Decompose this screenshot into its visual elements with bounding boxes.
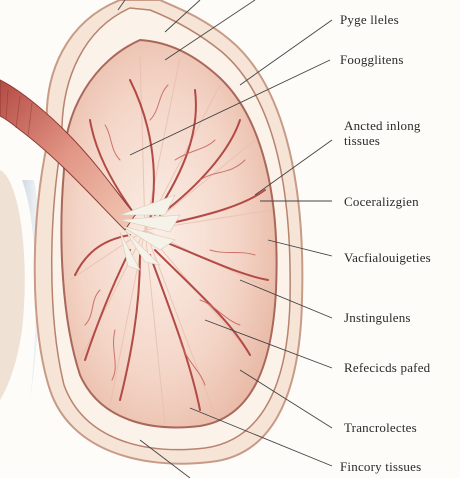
label-trancrolectes: Trancrolectes <box>344 420 417 435</box>
label-vacfialouigeties: Vacfialouigeties <box>344 250 431 265</box>
vascular-stalk <box>0 79 136 231</box>
label-jnstingulens: Jnstingulens <box>344 310 411 325</box>
capillaries <box>84 84 256 386</box>
label-ancted-inlong-tissues: Ancted inlong tissues <box>344 118 421 148</box>
label-refecicds-pafed: Refecicds pafed <box>344 360 431 375</box>
left-membrane-band <box>0 170 25 400</box>
fibrous-fan <box>119 194 181 271</box>
label-foogglitens: Foogglitens <box>340 52 404 67</box>
label-pyge-lleles: Pyge lleles <box>340 12 399 27</box>
label-coceralizgien: Coceralizgien <box>344 194 419 209</box>
leader-lines <box>117 0 333 478</box>
label-fincory-tissues: Fincory tissues <box>340 459 422 474</box>
stalk-striations <box>5 89 33 137</box>
